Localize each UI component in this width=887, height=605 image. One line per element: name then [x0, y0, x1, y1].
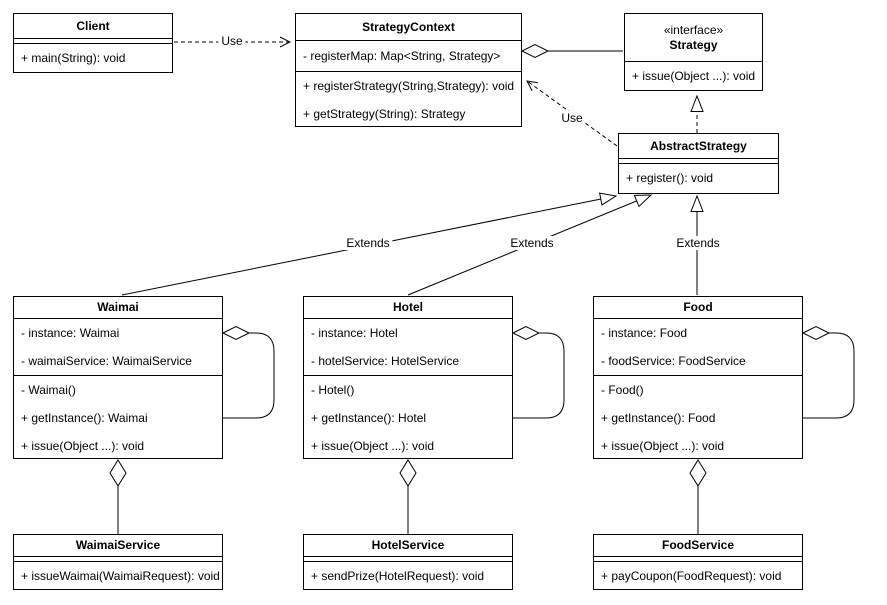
class-hotel-methods: - Hotel() + getInstance(): Hotel + issue… [304, 376, 512, 460]
method-label: + getStrategy(String): Strategy [303, 107, 466, 121]
attribute-label: - instance: Food [601, 326, 688, 340]
method-label: - Waimai() [21, 383, 76, 397]
method-label: - Food() [601, 383, 644, 397]
class-strategy-methods: + issue(Object ...): void [625, 62, 762, 90]
edge-label-use-abstract: Use [558, 111, 586, 125]
edge-label-extends-waimai: Extends [343, 236, 393, 250]
method-label: + sendPrize(HotelRequest): void [311, 569, 485, 583]
class-food-service[interactable]: FoodService + payCoupon(FoodRequest): vo… [593, 534, 803, 590]
class-client[interactable]: Client + main(String): void [13, 13, 173, 73]
method-label: + issue(Object ...): void [311, 439, 435, 453]
aggregation-diamond-icon [801, 325, 831, 341]
attribute-label: - waimaiService: WaimaiService [21, 354, 192, 368]
class-waimai-methods: - Waimai() + getInstance(): Waimai + iss… [14, 376, 222, 460]
class-abstract-strategy-empty-attributes [619, 159, 778, 164]
class-hotel-service-empty-attributes [304, 557, 512, 562]
class-hotel-service-methods: + sendPrize(HotelRequest): void [304, 562, 512, 590]
method-label: + issue(Object ...): void [21, 439, 145, 453]
method-label: - Hotel() [311, 383, 355, 397]
method-label: + registerStrategy(String,Strategy): voi… [303, 79, 515, 93]
class-food-methods: - Food() + getInstance(): Food + issue(O… [594, 376, 802, 460]
class-waimai-service[interactable]: WaimaiService + issueWaimai(WaimaiReques… [13, 534, 223, 590]
class-waimai-title: Waimai [14, 297, 222, 319]
class-food[interactable]: Food - instance: Food - foodService: Foo… [593, 296, 803, 459]
class-food-service-empty-attributes [594, 557, 802, 562]
aggregation-diamond-icon [511, 325, 541, 341]
class-strategy-context-title: StrategyContext [296, 14, 521, 41]
attribute-label: - hotelService: HotelService [311, 354, 460, 368]
method-label: + issue(Object ...): void [601, 439, 725, 453]
class-strategy-context[interactable]: StrategyContext - registerMap: Map<Strin… [295, 13, 522, 127]
class-food-service-title: FoodService [594, 535, 802, 557]
edge-label-extends-hotel: Extends [507, 236, 557, 250]
method-label: + register(): void [626, 171, 714, 185]
class-food-attributes: - instance: Food - foodService: FoodServ… [594, 319, 802, 376]
method-label: + getInstance(): Waimai [21, 411, 148, 425]
class-abstract-strategy-title: AbstractStrategy [619, 134, 778, 159]
attribute-label: - foodService: FoodService [601, 354, 746, 368]
class-hotel-title: Hotel [304, 297, 512, 319]
class-waimai-service-empty-attributes [14, 557, 222, 562]
attribute-label: - instance: Waimai [21, 326, 120, 340]
class-strategy-context-attributes: - registerMap: Map<String, Strategy> [296, 41, 521, 72]
class-name-label: Strategy [669, 37, 718, 52]
class-client-title: Client [14, 14, 172, 39]
class-abstract-strategy[interactable]: AbstractStrategy + register(): void [618, 133, 779, 194]
attribute-label: - registerMap: Map<String, Strategy> [303, 49, 501, 63]
class-strategy-title: «interface» Strategy [625, 14, 762, 62]
class-waimai-service-methods: + issueWaimai(WaimaiRequest): void [14, 562, 222, 590]
method-label: + getInstance(): Food [601, 411, 716, 425]
edge-waimai-aggregates-waimai-service[interactable] [109, 459, 127, 534]
aggregation-diamond-icon [520, 43, 550, 59]
method-label: + getInstance(): Hotel [311, 411, 427, 425]
class-food-title: Food [594, 297, 802, 319]
method-label: + payCoupon(FoodRequest): void [601, 569, 782, 583]
aggregation-diamond-icon [109, 459, 127, 487]
edge-hotel-self-aggregation[interactable] [511, 325, 565, 419]
class-strategy-interface[interactable]: «interface» Strategy + issue(Object ...)… [624, 13, 763, 91]
class-strategy-context-methods: + registerStrategy(String,Strategy): voi… [296, 72, 521, 128]
aggregation-diamond-icon [399, 459, 417, 487]
aggregation-diamond-icon [689, 459, 707, 487]
class-food-service-methods: + payCoupon(FoodRequest): void [594, 562, 802, 590]
class-waimai-service-title: WaimaiService [14, 535, 222, 557]
class-hotel-attributes: - instance: Hotel - hotelService: HotelS… [304, 319, 512, 376]
class-client-methods: + main(String): void [14, 44, 172, 72]
class-hotel-service-title: HotelService [304, 535, 512, 557]
edge-label-use-client: Use [218, 34, 246, 48]
edge-strategy-context-aggregates-strategy[interactable] [520, 43, 623, 59]
class-waimai[interactable]: Waimai - instance: Waimai - waimaiServic… [13, 296, 223, 459]
class-hotel-service[interactable]: HotelService + sendPrize(HotelRequest): … [303, 534, 513, 590]
class-client-empty-attributes [14, 39, 172, 44]
stereotype-label: «interface» [663, 22, 724, 37]
class-hotel[interactable]: Hotel - instance: Hotel - hotelService: … [303, 296, 513, 459]
edge-waimai-self-aggregation[interactable] [221, 325, 275, 419]
method-label: + issueWaimai(WaimaiRequest): void [21, 569, 220, 583]
edge-abstract-strategy-uses-strategy-context[interactable] [527, 81, 618, 147]
aggregation-diamond-icon [221, 325, 251, 341]
class-abstract-strategy-methods: + register(): void [619, 164, 778, 192]
method-label: + issue(Object ...): void [632, 69, 756, 83]
edge-food-aggregates-food-service[interactable] [689, 459, 707, 534]
edge-food-self-aggregation[interactable] [801, 325, 855, 419]
edge-hotel-aggregates-hotel-service[interactable] [399, 459, 417, 534]
method-label: + main(String): void [21, 51, 126, 65]
attribute-label: - instance: Hotel [311, 326, 398, 340]
class-waimai-attributes: - instance: Waimai - waimaiService: Waim… [14, 319, 222, 376]
edge-label-extends-food: Extends [673, 236, 723, 250]
